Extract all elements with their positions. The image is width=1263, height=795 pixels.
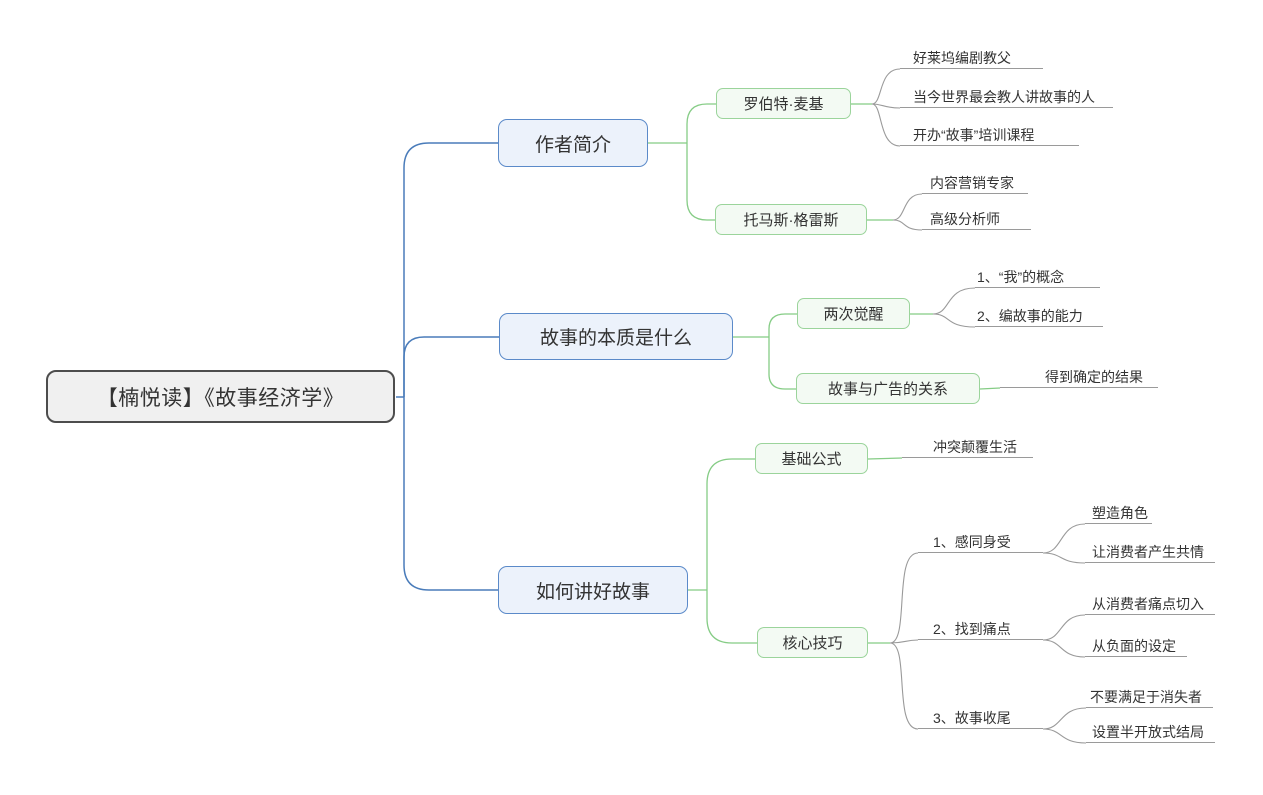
leaf-senior-analyst[interactable]: 高级分析师 — [922, 209, 1031, 230]
leaf-story-ending[interactable]: 3、故事收尾 — [918, 708, 1043, 729]
node-story-ad-relation[interactable]: 故事与广告的关系 — [796, 373, 980, 404]
node-author-intro[interactable]: 作者简介 — [498, 119, 648, 167]
node-basic-formula[interactable]: 基础公式 — [755, 443, 868, 474]
leaf-story-training-course[interactable]: 开办“故事”培训课程 — [900, 125, 1079, 146]
leaf-shape-character[interactable]: 塑造角色 — [1085, 503, 1152, 524]
leaf-connectors — [871, 68, 1087, 744]
node-story-essence[interactable]: 故事的本质是什么 — [499, 313, 733, 360]
leaf-content-marketing-expert[interactable]: 内容营销专家 — [922, 173, 1028, 194]
leaf-cut-from-consumer-pain[interactable]: 从消费者痛点切入 — [1085, 594, 1215, 615]
leaf-hollywood-godfather[interactable]: 好莱坞编剧教父 — [900, 48, 1043, 69]
leaf-negative-setting[interactable]: 从负面的设定 — [1085, 636, 1187, 657]
leaf-not-satisfied-vanisher[interactable]: 不要满足于消失者 — [1086, 687, 1213, 708]
level2-connectors — [648, 103, 1001, 644]
leaf-semi-open-ending[interactable]: 设置半开放式结局 — [1086, 722, 1215, 743]
leaf-find-pain-point[interactable]: 2、找到痛点 — [918, 619, 1043, 640]
node-thomas-grace[interactable]: 托马斯·格雷斯 — [715, 204, 867, 235]
leaf-conflict-upends-life[interactable]: 冲突颠覆生活 — [902, 437, 1033, 458]
node-how-to-tell-story[interactable]: 如何讲好故事 — [498, 566, 688, 614]
level1-connectors — [396, 142, 499, 591]
node-two-awakenings[interactable]: 两次觉醒 — [797, 298, 910, 329]
leaf-storymaking-ability[interactable]: 2、编故事的能力 — [975, 306, 1103, 327]
leaf-certain-result[interactable]: 得到确定的结果 — [1000, 367, 1158, 388]
leaf-best-storyteller[interactable]: 当今世界最会教人讲故事的人 — [900, 87, 1113, 108]
leaf-concept-of-me[interactable]: 1、“我”的概念 — [975, 267, 1100, 288]
leaf-empathy[interactable]: 1、感同身受 — [918, 532, 1043, 553]
node-robert-mckee[interactable]: 罗伯特·麦基 — [716, 88, 851, 119]
leaf-consumer-empathy[interactable]: 让消费者产生共情 — [1085, 542, 1215, 563]
node-core-skills[interactable]: 核心技巧 — [757, 627, 868, 658]
node-root[interactable]: 【楠悦读】《故事经济学》 — [46, 370, 395, 423]
